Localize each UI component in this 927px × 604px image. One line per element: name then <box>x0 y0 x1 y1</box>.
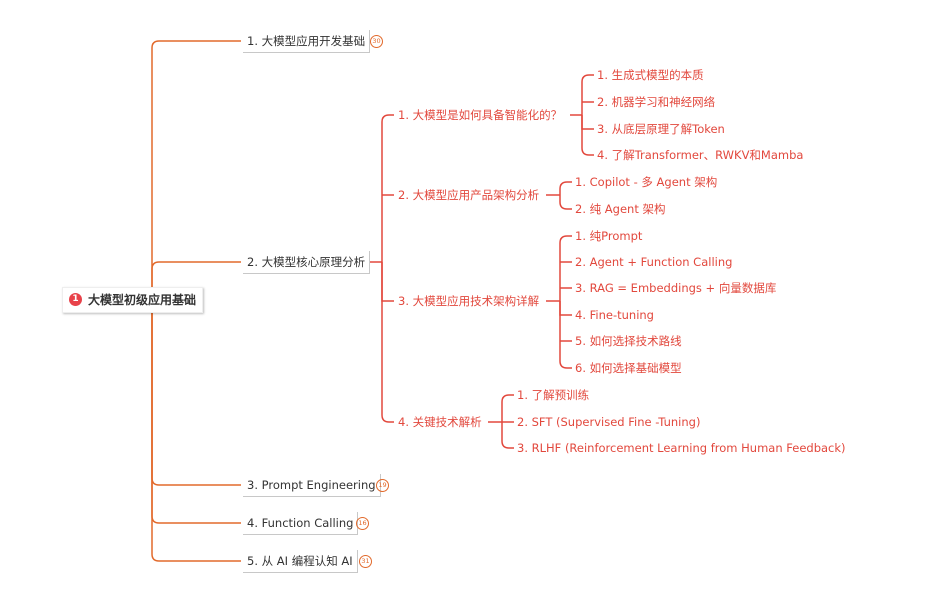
root-label: 大模型初级应用基础 <box>88 293 197 307</box>
leaf-label: 2. Agent + Function Calling <box>575 255 733 269</box>
leaf-label: 3. RLHF (Reinforcement Learning from Hum… <box>517 441 846 455</box>
branch-1-count-badge[interactable]: 30 <box>370 35 383 48</box>
leaf-label: 1. 纯Prompt <box>575 229 643 243</box>
connector-sub-4 <box>381 262 394 423</box>
leaf-node[interactable]: 1. 生成式模型的本质 <box>597 64 704 86</box>
subtopic-label: 4. 关键技术解析 <box>398 415 482 429</box>
leaf-node[interactable]: 2. SFT (Supervised Fine -Tuning) <box>517 411 700 433</box>
branch-label: 5. 从 AI 编程认知 AI <box>247 554 353 568</box>
connector-leaf-2-2 <box>559 195 572 210</box>
root-number-badge: 1 <box>69 293 82 306</box>
connector-leaf-4-1 <box>501 394 514 422</box>
subtopic-label: 2. 大模型应用产品架构分析 <box>398 188 540 202</box>
leaf-label: 4. 了解Transformer、RWKV和Mamba <box>597 148 804 162</box>
leaf-node[interactable]: 6. 如何选择基础模型 <box>575 357 682 379</box>
leaf-label: 6. 如何选择基础模型 <box>575 361 682 375</box>
connector-leaf-1-1 <box>581 74 594 115</box>
leaf-node[interactable]: 3. 从底层原理了解Token <box>597 118 725 140</box>
leaf-node[interactable]: 4. Fine-tuning <box>575 304 654 326</box>
leaf-node[interactable]: 5. 如何选择技术路线 <box>575 330 682 352</box>
leaf-node[interactable]: 4. 了解Transformer、RWKV和Mamba <box>597 144 803 166</box>
connector-leaf-2-1 <box>559 181 572 195</box>
subtopic-node-1[interactable]: 1. 大模型是如何具备智能化的？ <box>398 104 562 126</box>
branch-node-4[interactable]: 4. Function Calling <box>243 512 359 535</box>
connector-leaf-3-6 <box>559 301 572 369</box>
leaf-label: 1. Copilot - 多 Agent 架构 <box>575 175 718 189</box>
leaf-label: 1. 了解预训练 <box>517 388 590 402</box>
branch-label: 2. 大模型核心原理分析 <box>247 255 366 269</box>
leaf-label: 2. SFT (Supervised Fine -Tuning) <box>517 415 701 429</box>
branch-3-count-badge[interactable]: 19 <box>376 479 389 492</box>
connector-sub-1 <box>381 114 394 262</box>
connector-root-branch-2 <box>151 261 241 300</box>
leaf-node[interactable]: 2. Agent + Function Calling <box>575 251 732 273</box>
connector-sub-3 <box>381 262 394 302</box>
leaf-node[interactable]: 3. RAG = Embeddings + 向量数据库 <box>575 277 776 299</box>
subtopic-node-2[interactable]: 2. 大模型应用产品架构分析 <box>398 184 539 206</box>
leaf-label: 3. 从底层原理了解Token <box>597 122 725 136</box>
branch-label: 3. Prompt Engineering <box>247 478 376 492</box>
connector-root-branch-1 <box>151 40 241 300</box>
branch-node-2[interactable]: 2. 大模型核心原理分析 <box>243 251 371 274</box>
leaf-label: 2. 纯 Agent 架构 <box>575 202 666 216</box>
subtopic-label: 3. 大模型应用技术架构详解 <box>398 294 540 308</box>
leaf-label: 1. 生成式模型的本质 <box>597 68 704 82</box>
connector-leaf-3-4 <box>559 301 572 316</box>
leaf-label: 2. 机器学习和神经网络 <box>597 95 716 109</box>
branch-label: 4. Function Calling <box>247 516 354 530</box>
connector-leaf-4-3 <box>501 422 514 449</box>
connector-root-branch-4 <box>151 300 241 524</box>
leaf-node[interactable]: 1. Copilot - 多 Agent 架构 <box>575 171 717 193</box>
leaf-label: 5. 如何选择技术路线 <box>575 334 682 348</box>
leaf-node[interactable]: 1. 了解预训练 <box>517 384 589 406</box>
connector-leaf-1-3 <box>581 115 594 130</box>
branch-node-3[interactable]: 3. Prompt Engineering <box>243 474 381 497</box>
connector-leaf-3-1 <box>559 235 572 301</box>
leaf-label: 3. RAG = Embeddings + 向量数据库 <box>575 281 777 295</box>
branch-5-count-badge[interactable]: 31 <box>359 555 372 568</box>
leaf-node[interactable]: 2. 纯 Agent 架构 <box>575 198 665 220</box>
leaf-label: 4. Fine-tuning <box>575 308 654 322</box>
branch-label: 1. 大模型应用开发基础 <box>247 34 366 48</box>
root-node[interactable]: 1 大模型初级应用基础 <box>62 287 204 313</box>
branch-4-count-badge[interactable]: 16 <box>356 517 369 530</box>
branch-node-5[interactable]: 5. 从 AI 编程认知 AI <box>243 550 358 573</box>
connector-leaf-1-4 <box>581 115 594 156</box>
branch-node-1[interactable]: 1. 大模型应用开发基础 <box>243 30 371 53</box>
connector-root-branch-5 <box>151 300 241 562</box>
subtopic-node-3[interactable]: 3. 大模型应用技术架构详解 <box>398 290 539 312</box>
subtopic-node-4[interactable]: 4. 关键技术解析 <box>398 411 482 433</box>
leaf-node[interactable]: 2. 机器学习和神经网络 <box>597 91 715 113</box>
leaf-node[interactable]: 1. 纯Prompt <box>575 225 642 247</box>
subtopic-label: 1. 大模型是如何具备智能化的？ <box>398 108 563 122</box>
leaf-node[interactable]: 3. RLHF (Reinforcement Learning from Hum… <box>517 437 846 459</box>
connector-root-branch-3 <box>151 300 241 486</box>
